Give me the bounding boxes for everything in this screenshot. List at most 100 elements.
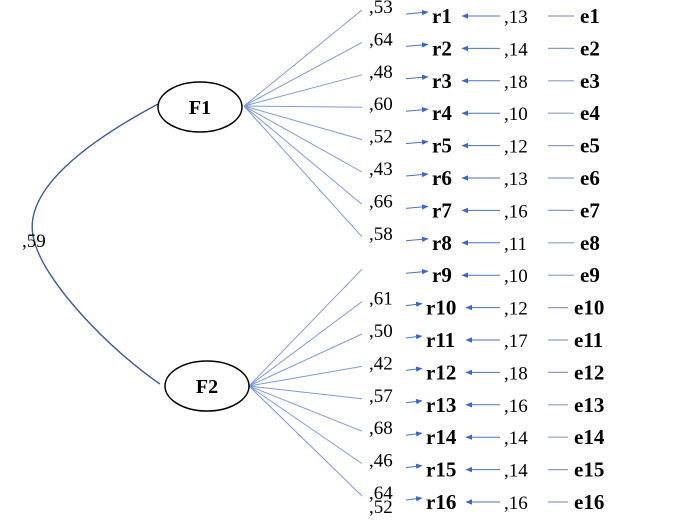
loading-arrow-r2	[405, 42, 429, 48]
loading-path-r7	[243, 105, 363, 205]
loading-path-r13	[248, 385, 363, 400]
loading-label-r16: ,64	[369, 483, 393, 504]
error-variance-r15: ,14	[504, 461, 528, 482]
loading-arrow-r6	[405, 171, 429, 178]
loading-path-r6	[243, 105, 363, 173]
loading-arrows	[405, 9, 500, 505]
loading-path-r2	[243, 41, 363, 107]
loading-path-r5	[243, 105, 363, 141]
correlation-label: ,59	[22, 231, 46, 252]
indicator-r9[interactable]: r9	[432, 263, 452, 287]
factor-f2-label: F2	[196, 376, 218, 398]
indicator-r1[interactable]: r1	[432, 4, 452, 28]
indicator-r5[interactable]: r5	[432, 134, 452, 158]
loading-path-r3	[243, 74, 363, 107]
loading-arrow-r5	[405, 139, 429, 145]
loading-label-r3: ,48	[369, 62, 393, 83]
indicator-r8[interactable]: r8	[432, 231, 452, 255]
loading-arrow-r10	[405, 301, 423, 308]
indicator-r3[interactable]: r3	[432, 69, 452, 93]
correlation-curve	[31, 102, 161, 385]
indicator-r16[interactable]: r16	[426, 490, 456, 514]
error-term-e1[interactable]: e1	[580, 4, 600, 28]
extra-loading-label: ,52	[369, 497, 393, 518]
loading-label-r2: ,64	[369, 29, 393, 50]
error-term-e15[interactable]: e15	[574, 458, 604, 482]
loading-arrow-r14	[405, 431, 423, 437]
indicator-r2[interactable]: r2	[432, 36, 452, 60]
factor-f2[interactable]: F2	[164, 360, 250, 412]
loading-path-r15	[248, 385, 363, 465]
error-variance-r12: ,18	[504, 363, 528, 384]
loading-arrow-r9	[405, 269, 429, 275]
error-lines	[548, 15, 574, 503]
loading-arrow-r8	[405, 236, 429, 243]
loading-label-r1: ,53	[369, 0, 393, 18]
loading-label-r4: ,60	[369, 94, 393, 115]
error-term-e13[interactable]: e13	[574, 393, 604, 417]
loading-label-r14: ,68	[369, 418, 393, 439]
loading-path-r11	[248, 333, 363, 387]
loading-label-r10: ,61	[369, 289, 393, 310]
loading-arrow-r12	[405, 366, 423, 372]
loading-arrow-r16	[405, 496, 423, 502]
error-variance-r8: ,11	[504, 234, 527, 255]
indicator-r14[interactable]: r14	[426, 425, 457, 449]
error-variance-r7: ,16	[504, 201, 528, 222]
error-term-e6[interactable]: e6	[580, 166, 600, 190]
error-term-e11[interactable]: e11	[574, 328, 603, 352]
factor-f1-ellipse	[157, 81, 243, 133]
error-variance-r13: ,16	[504, 396, 528, 417]
factor-f1-label: F1	[189, 97, 211, 119]
loading-label-r13: ,57	[369, 386, 393, 407]
error-term-e7[interactable]: e7	[580, 198, 600, 222]
error-variance-r3: ,18	[504, 72, 528, 93]
factor-f2-ellipse	[164, 360, 250, 412]
loading-path-r16	[248, 385, 363, 497]
loading-path-r1	[243, 9, 363, 107]
error-term-e14[interactable]: e14	[574, 425, 605, 449]
loading-label-r6: ,43	[369, 159, 393, 180]
indicator-r10[interactable]: r10	[426, 296, 456, 320]
error-variance-r6: ,13	[504, 169, 528, 190]
indicator-rows: ,53 r1 ,13 e1 ,64 r2 ,14 e2 ,48 r3 ,18 e3 ,60 r4 ,10 e4…	[369, 0, 605, 514]
loading-path-r4	[243, 105, 363, 108]
indicator-r11[interactable]: r11	[426, 328, 455, 352]
loading-label-r11: ,50	[369, 321, 393, 342]
indicator-r12[interactable]: r12	[426, 360, 456, 384]
error-variance-r2: ,14	[504, 39, 528, 60]
indicator-r7[interactable]: r7	[432, 198, 452, 222]
loading-label-r5: ,52	[369, 127, 393, 148]
error-term-e8[interactable]: e8	[580, 231, 600, 255]
error-variance-r5: ,12	[504, 137, 528, 158]
error-term-e3[interactable]: e3	[580, 69, 600, 93]
loading-label-r8: ,58	[369, 224, 393, 245]
indicator-r13[interactable]: r13	[426, 393, 456, 417]
error-term-e9[interactable]: e9	[580, 263, 600, 287]
loading-arrow-r4	[405, 107, 429, 113]
error-term-e16[interactable]: e16	[574, 490, 604, 514]
loading-label-r15: ,46	[369, 451, 393, 472]
indicator-r15[interactable]: r15	[426, 458, 456, 482]
loading-path-r10	[248, 301, 363, 387]
loading-arrow-r13	[405, 398, 423, 405]
loading-arrow-r11	[405, 334, 423, 340]
error-term-e4[interactable]: e4	[580, 101, 600, 125]
indicator-r6[interactable]: r6	[432, 166, 452, 190]
error-term-e2[interactable]: e2	[580, 36, 600, 60]
loading-arrow-r1	[405, 9, 429, 16]
error-variance-r10: ,12	[504, 299, 528, 320]
loading-path-r9	[248, 268, 363, 387]
loading-lines	[243, 9, 363, 497]
loading-arrow-r15	[405, 463, 423, 470]
error-term-e5[interactable]: e5	[580, 134, 600, 158]
error-term-e10[interactable]: e10	[574, 296, 604, 320]
error-variance-r9: ,10	[504, 266, 528, 287]
factor-f1[interactable]: F1	[157, 81, 243, 133]
loading-path-r8	[243, 105, 363, 238]
indicator-r4[interactable]: r4	[432, 101, 452, 125]
error-term-e12[interactable]: e12	[574, 360, 604, 384]
loading-path-r14	[248, 385, 363, 432]
loading-path-r12	[248, 365, 363, 387]
loading-label-r7: ,66	[369, 191, 393, 212]
